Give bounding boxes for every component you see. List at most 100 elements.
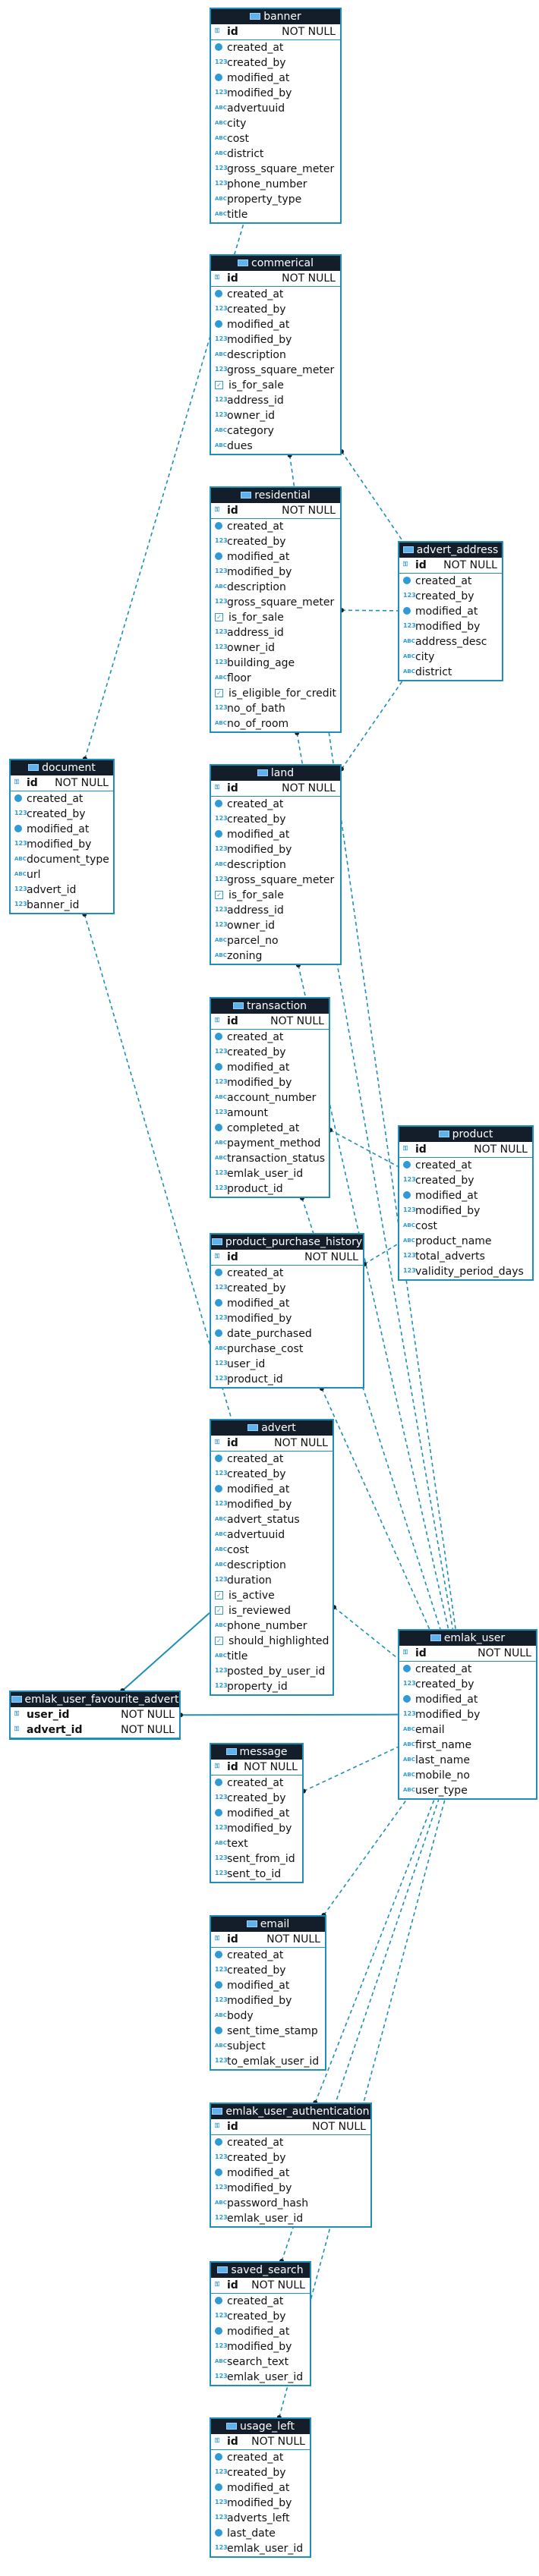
column-row[interactable]: ABCdescription bbox=[211, 348, 340, 363]
relationship-edge-transaction-to-product[interactable] bbox=[329, 1129, 399, 1167]
column-row[interactable]: modified_at bbox=[11, 822, 113, 837]
column-row[interactable]: ABCcost bbox=[211, 1543, 333, 1558]
table-header[interactable]: commerical bbox=[211, 256, 340, 271]
column-row[interactable]: completed_at bbox=[211, 1121, 329, 1136]
table-header[interactable]: banner bbox=[211, 9, 340, 24]
column-row[interactable]: 123created_by bbox=[211, 302, 340, 317]
column-row[interactable]: ABCcategory bbox=[211, 423, 340, 439]
relationship-edge-product-purchase-history-to-product[interactable] bbox=[364, 1243, 399, 1265]
column-row[interactable]: ABCdistrict bbox=[399, 665, 502, 680]
column-row[interactable]: 123phone_number bbox=[211, 177, 340, 192]
table-header[interactable]: email bbox=[211, 1917, 325, 1932]
column-row[interactable]: 123owner_id bbox=[211, 408, 340, 423]
column-row[interactable]: ABCdescription bbox=[211, 580, 340, 595]
column-row[interactable]: 123modified_by bbox=[11, 837, 113, 852]
column-row[interactable]: ABCadvertuuid bbox=[211, 101, 340, 116]
column-row[interactable]: ABCurl bbox=[11, 867, 113, 882]
column-row[interactable]: ABCfloor bbox=[211, 671, 340, 686]
column-row[interactable]: created_at bbox=[211, 1452, 333, 1467]
column-row[interactable]: ABCfirst_name bbox=[399, 1738, 536, 1753]
column-row[interactable]: 123user_id bbox=[211, 1357, 363, 1372]
column-row[interactable]: 123owner_id bbox=[211, 918, 340, 933]
column-row[interactable]: created_at bbox=[211, 40, 340, 55]
relationship-edge-document-to-advert[interactable] bbox=[84, 914, 232, 1420]
column-row[interactable]: 123emlak_user_id bbox=[211, 1166, 329, 1181]
column-row[interactable]: 123created_by bbox=[399, 1173, 532, 1188]
column-row[interactable]: ABCtransaction_status bbox=[211, 1151, 329, 1166]
column-row[interactable]: 123gross_square_meter bbox=[211, 363, 340, 378]
column-row[interactable]: ✓is_reviewed bbox=[211, 1603, 333, 1618]
column-row[interactable]: 123created_by bbox=[211, 534, 340, 549]
column-row[interactable]: 123gross_square_meter bbox=[211, 162, 340, 177]
column-row[interactable]: created_at bbox=[399, 1158, 532, 1173]
relationship-edge-land-to-emlak-user[interactable] bbox=[298, 964, 449, 1630]
column-row[interactable]: ABCbody bbox=[211, 2008, 325, 2024]
column-row[interactable]: 123created_by bbox=[211, 812, 340, 827]
column-row[interactable]: ✓is_for_sale bbox=[211, 888, 340, 903]
column-row[interactable]: modified_at bbox=[211, 1060, 329, 1075]
relationship-edge-message-to-emlak-user[interactable] bbox=[303, 1746, 399, 1792]
relationship-edge-emlak-user-favourite-advert-to-emlak-user[interactable] bbox=[180, 1713, 399, 1716]
column-row[interactable]: ABCproperty_type bbox=[211, 192, 340, 207]
column-row[interactable]: ABCtext bbox=[211, 1836, 302, 1851]
relationship-edge-commerical-to-advert-address[interactable] bbox=[341, 451, 404, 542]
column-row[interactable]: 123modified_by bbox=[211, 1075, 329, 1090]
relationship-edge-advert-to-emlak-user[interactable] bbox=[333, 1606, 399, 1659]
table-header[interactable]: product bbox=[399, 1127, 532, 1142]
column-row[interactable]: ABCtitle bbox=[211, 1649, 333, 1664]
relationship-edge-emlak-user-authentication-to-emlak-user[interactable] bbox=[314, 1799, 435, 2103]
column-row[interactable]: ABCzoning bbox=[211, 948, 340, 964]
table-header[interactable]: usage_left bbox=[211, 2419, 310, 2434]
column-row[interactable]: ABCdistrict bbox=[211, 146, 340, 162]
table-header[interactable]: advert_address bbox=[399, 543, 502, 558]
column-row[interactable]: 123gross_square_meter bbox=[211, 595, 340, 610]
column-row[interactable]: 123modified_by bbox=[211, 842, 340, 857]
table-header[interactable]: emlak_user bbox=[399, 1631, 536, 1646]
table-header[interactable]: product_purchase_history bbox=[211, 1235, 363, 1250]
column-row[interactable]: 123address_id bbox=[211, 393, 340, 408]
column-row[interactable]: created_at bbox=[211, 2294, 310, 2309]
column-row[interactable]: ABCpassword_hash bbox=[211, 2196, 370, 2211]
column-row[interactable]: 123modified_by bbox=[399, 1203, 532, 1219]
column-row[interactable]: 123modified_by bbox=[211, 565, 340, 580]
column-row[interactable]: 123created_by bbox=[211, 2309, 310, 2324]
column-row[interactable]: ABCcost bbox=[399, 1219, 532, 1234]
column-row[interactable]: created_at bbox=[211, 1266, 363, 1281]
column-row[interactable]: 123posted_by_user_id bbox=[211, 1664, 333, 1679]
column-row[interactable]: created_at bbox=[211, 287, 340, 302]
column-row[interactable]: ABCsearch_text bbox=[211, 2354, 310, 2370]
relationship-edge-usage-left-to-emlak-user[interactable] bbox=[279, 1799, 446, 2418]
column-row[interactable]: created_at bbox=[211, 797, 340, 812]
column-row[interactable]: ABCdocument_type bbox=[11, 852, 113, 867]
column-row[interactable]: 123sent_from_id bbox=[211, 1851, 302, 1867]
column-row[interactable]: 123gross_square_meter bbox=[211, 873, 340, 888]
column-row[interactable]: ABCadvert_status bbox=[211, 1512, 333, 1527]
column-row[interactable]: modified_at bbox=[211, 2166, 370, 2181]
column-row[interactable]: created_at bbox=[211, 1030, 329, 1045]
column-row[interactable]: 123created_by bbox=[211, 1281, 363, 1296]
column-row[interactable]: created_at bbox=[399, 574, 502, 589]
table-header[interactable]: advert bbox=[211, 1420, 333, 1436]
column-row[interactable]: date_purchased bbox=[211, 1326, 363, 1341]
table-header[interactable]: transaction bbox=[211, 999, 329, 1014]
